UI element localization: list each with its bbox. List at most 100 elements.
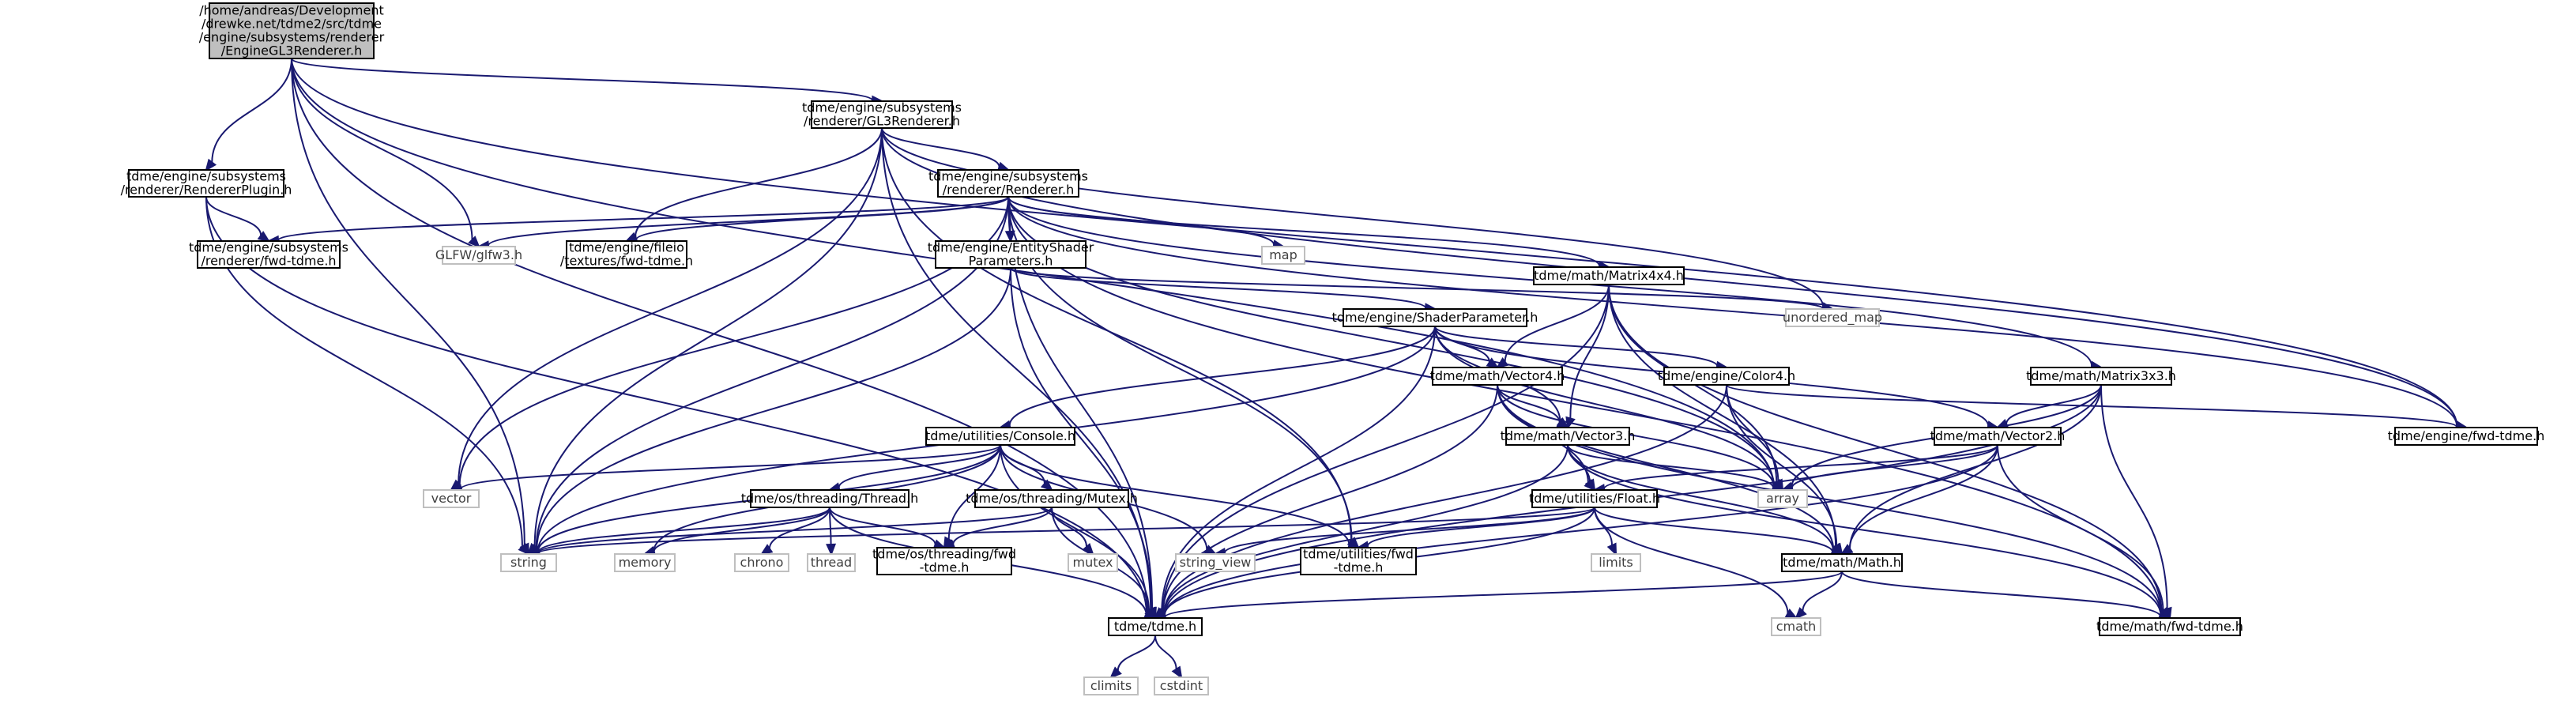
node-label: tdme/math/Math.h bbox=[1783, 555, 1901, 570]
node-label: tdme/engine/Color4.h bbox=[1658, 368, 1795, 383]
node-m33[interactable]: tdme/math/Matrix3x3.h bbox=[2026, 367, 2176, 386]
edge-line bbox=[1000, 444, 1350, 545]
node-label: mutex bbox=[1072, 555, 1113, 570]
node-label: Parameters.h bbox=[969, 254, 1053, 269]
node-box bbox=[925, 427, 1075, 446]
edge-line bbox=[277, 196, 1009, 242]
node-mutex[interactable]: tdme/os/threading/Mutex.h bbox=[966, 489, 1138, 508]
node-box bbox=[566, 240, 687, 269]
edge-line bbox=[291, 58, 525, 546]
edge-line bbox=[1163, 444, 1998, 616]
node-box bbox=[1591, 553, 1641, 572]
node-label: tdme/tdme.h bbox=[1114, 619, 1196, 634]
node-mathh[interactable]: tdme/math/Math.h bbox=[1781, 553, 1903, 572]
arrowhead-icon bbox=[1840, 544, 1854, 556]
node-label: tdme/engine/fwd-tdme.h bbox=[2388, 428, 2545, 443]
arrowhead-icon bbox=[205, 158, 217, 172]
node-label: tdme/utilities/Float.h bbox=[1529, 491, 1660, 506]
node-label: limits bbox=[1599, 555, 1633, 570]
edge-root-to-plugin bbox=[205, 58, 292, 172]
node-label: tdme/os/threading/Thread.h bbox=[741, 491, 919, 506]
node-label: string_view bbox=[1180, 555, 1252, 571]
edge-renderer-to-efwd bbox=[1007, 196, 2469, 432]
node-label: tdme/engine/fileio bbox=[569, 240, 684, 255]
node-renderer[interactable]: tdme/engine/subsystems/renderer/Renderer… bbox=[928, 169, 1088, 198]
node-v4[interactable]: tdme/math/Vector4.h bbox=[1430, 367, 1565, 386]
node-gl3[interactable]: tdme/engine/subsystems/renderer/GL3Rende… bbox=[802, 100, 962, 129]
edge-v2-to-float bbox=[1592, 444, 1998, 495]
edge-line bbox=[205, 196, 1148, 615]
node-label: tdme/utilities/fwd bbox=[1303, 547, 1414, 562]
node-box bbox=[1175, 553, 1256, 572]
node-m44[interactable]: tdme/math/Matrix4x4.h bbox=[1533, 266, 1685, 285]
node-umap: unordered_map bbox=[1783, 308, 1882, 327]
node-box bbox=[2394, 427, 2538, 446]
node-label: /textures/fwd-tdme.h bbox=[560, 254, 693, 269]
node-mutexh: mutex bbox=[1068, 553, 1118, 572]
node-fileio[interactable]: tdme/engine/fileio/textures/fwd-tdme.h bbox=[560, 240, 693, 269]
node-label: tdme/math/Matrix4x4.h bbox=[1534, 268, 1684, 283]
arrowhead-icon bbox=[518, 542, 530, 556]
edge-line bbox=[634, 127, 883, 238]
edge-line bbox=[1594, 507, 1614, 546]
node-label: cstdint bbox=[1160, 678, 1203, 693]
node-tdme[interactable]: tdme/tdme.h bbox=[1108, 617, 1203, 636]
edge-root-to-gl3 bbox=[291, 58, 884, 106]
edge-line bbox=[458, 127, 883, 484]
node-mfwd[interactable]: tdme/math/fwd-tdme.h bbox=[2096, 617, 2243, 636]
node-thread[interactable]: tdme/os/threading/Thread.h bbox=[741, 489, 919, 508]
node-box bbox=[209, 2, 375, 59]
node-box bbox=[1533, 266, 1685, 285]
nodes-layer: /home/andreas/Development/drewke.net/tdm… bbox=[121, 2, 2545, 695]
edge-line bbox=[838, 444, 1001, 488]
edge-mathh-to-cmath bbox=[1795, 571, 1843, 620]
node-label: /renderer/fwd-tdme.h bbox=[201, 254, 336, 269]
node-rfwd[interactable]: tdme/engine/subsystems/renderer/fwd-tdme… bbox=[189, 240, 348, 269]
arrowhead-icon bbox=[468, 236, 480, 248]
node-box bbox=[2030, 367, 2172, 386]
node-box bbox=[1531, 489, 1658, 508]
edge-line bbox=[1569, 284, 1610, 419]
edge-line bbox=[1007, 196, 1154, 609]
edge-line bbox=[291, 58, 874, 102]
node-label: /renderer/GL3Renderer.h bbox=[804, 114, 960, 129]
node-cstdint: cstdint bbox=[1154, 677, 1209, 695]
node-sp[interactable]: tdme/engine/ShaderParameter.h bbox=[1332, 308, 1538, 327]
node-box bbox=[1785, 308, 1880, 327]
edge-line bbox=[537, 507, 830, 553]
node-ufwd[interactable]: tdme/utilities/fwd-tdme.h bbox=[1300, 547, 1417, 575]
node-box bbox=[197, 240, 341, 269]
edge-line bbox=[2100, 384, 2168, 609]
node-array: array bbox=[1757, 489, 1808, 508]
node-label: /drewke.net/tdme2/src/tdme bbox=[201, 17, 382, 32]
node-root[interactable]: /home/andreas/Development/drewke.net/tdm… bbox=[199, 2, 385, 59]
edge-line bbox=[881, 127, 1152, 610]
edge-sp-to-console bbox=[998, 326, 1436, 431]
node-console[interactable]: tdme/utilities/Console.h bbox=[925, 427, 1075, 446]
node-box bbox=[500, 553, 557, 572]
node-c4[interactable]: tdme/engine/Color4.h bbox=[1658, 367, 1795, 386]
node-label: thread bbox=[811, 555, 852, 570]
node-label: tdme/os/threading/fwd bbox=[872, 547, 1016, 562]
node-box bbox=[935, 240, 1087, 269]
node-cmath: cmath bbox=[1771, 617, 1821, 636]
node-label: GLFW/glfw3.h bbox=[435, 247, 522, 262]
node-plugin[interactable]: tdme/engine/subsystems/renderer/Renderer… bbox=[121, 169, 292, 198]
node-box bbox=[1154, 677, 1209, 695]
node-label: /home/andreas/Development bbox=[199, 3, 384, 18]
edge-line bbox=[1594, 507, 1834, 553]
node-threadh: thread bbox=[807, 553, 856, 572]
node-box bbox=[811, 100, 953, 129]
edge-line bbox=[537, 507, 1595, 555]
node-efwd[interactable]: tdme/engine/fwd-tdme.h bbox=[2388, 427, 2545, 446]
node-float[interactable]: tdme/utilities/Float.h bbox=[1529, 489, 1660, 508]
edge-renderer-to-vector bbox=[449, 196, 1009, 492]
edge-line bbox=[881, 127, 1000, 168]
edge-line bbox=[1504, 284, 1610, 362]
node-v3[interactable]: tdme/math/Vector3.h bbox=[1501, 427, 1636, 446]
node-thfwd[interactable]: tdme/os/threading/fwd-tdme.h bbox=[872, 547, 1016, 575]
edge-root-to-string bbox=[291, 58, 530, 556]
node-v2[interactable]: tdme/math/Vector2.h bbox=[1930, 427, 2066, 446]
edge-line bbox=[881, 127, 1352, 542]
